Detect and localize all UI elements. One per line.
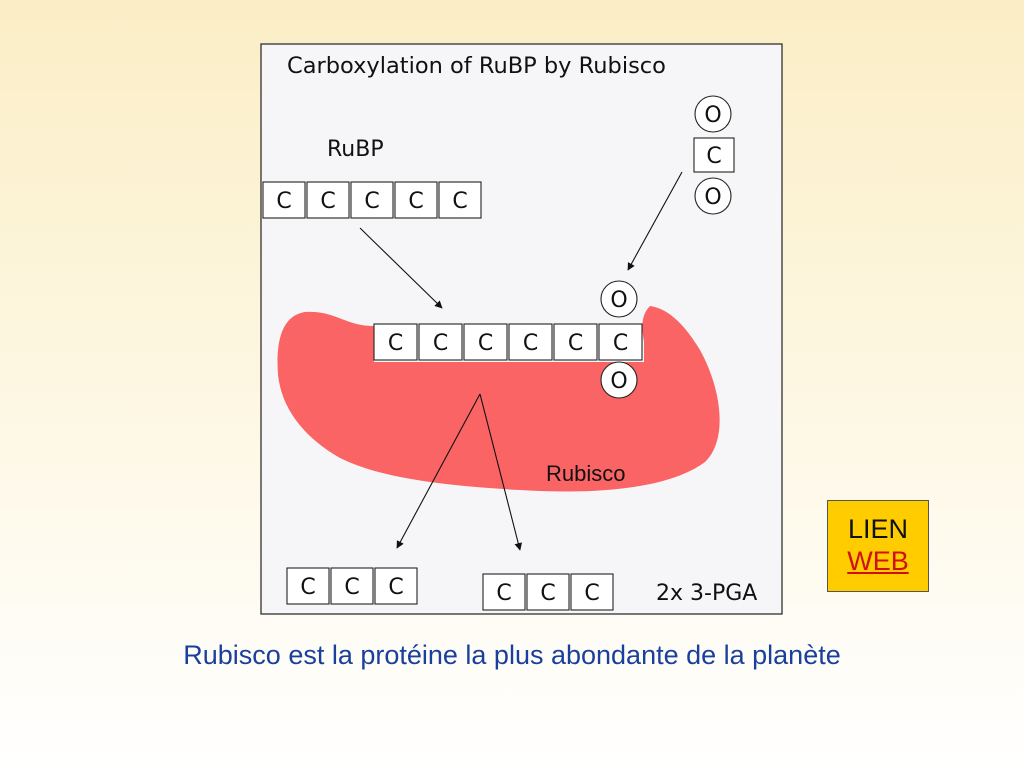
bound-carbon: C xyxy=(373,323,418,361)
bound-oxygen-top: O xyxy=(600,280,638,318)
svg-text:C: C xyxy=(613,331,628,356)
svg-text:C: C xyxy=(276,189,291,214)
svg-text:C: C xyxy=(568,331,583,356)
svg-text:O: O xyxy=(704,185,721,210)
svg-text:C: C xyxy=(496,581,511,606)
rubisco-label: Rubisco xyxy=(546,461,625,486)
rubp-carbon: C xyxy=(306,181,350,219)
bound-carbon: C xyxy=(598,323,643,361)
co2-carbon: C xyxy=(693,137,735,173)
pga-carbon-1: C xyxy=(330,567,374,605)
svg-text:C: C xyxy=(320,189,335,214)
pga-carbon-2: C xyxy=(526,573,570,611)
co2-to-enzyme-arrow xyxy=(627,171,683,271)
rubp-carbon: C xyxy=(262,181,306,219)
product-arrow-right xyxy=(479,393,523,551)
co2-oxygen-top: O xyxy=(694,95,732,133)
pga-carbon-2: C xyxy=(482,573,526,611)
rubisco-enzyme xyxy=(277,306,720,492)
bound-carbon: C xyxy=(508,323,553,361)
svg-text:C: C xyxy=(452,189,467,214)
web-link[interactable]: WEB xyxy=(847,546,909,576)
svg-text:O: O xyxy=(704,103,721,128)
rubp-carbon: C xyxy=(350,181,394,219)
svg-text:C: C xyxy=(433,331,448,356)
svg-text:C: C xyxy=(523,331,538,356)
svg-text:C: C xyxy=(478,331,493,356)
pga-carbon-2: C xyxy=(570,573,614,611)
bound-oxygen-bottom: O xyxy=(600,361,638,399)
rubp-carbon: C xyxy=(438,181,482,219)
diagram-title: Carboxylation of RuBP by Rubisco xyxy=(287,53,666,79)
svg-text:C: C xyxy=(388,575,403,600)
svg-text:C: C xyxy=(706,144,721,169)
rubp-label: RuBP xyxy=(327,137,384,162)
pga-carbon-1: C xyxy=(286,567,330,605)
bound-carbon: C xyxy=(463,323,508,361)
rubp-to-enzyme-arrow xyxy=(359,227,443,309)
svg-text:C: C xyxy=(364,189,379,214)
bound-carbon: C xyxy=(418,323,463,361)
bound-carbon: C xyxy=(553,323,598,361)
lien-label: LIEN xyxy=(847,514,909,544)
rubp-carbon: C xyxy=(394,181,438,219)
svg-text:C: C xyxy=(408,189,423,214)
svg-text:C: C xyxy=(300,575,315,600)
svg-text:C: C xyxy=(344,575,359,600)
web-link-box[interactable]: LIEN WEB xyxy=(827,500,929,592)
svg-text:O: O xyxy=(610,369,627,394)
svg-text:C: C xyxy=(584,581,599,606)
product-arrow-left xyxy=(396,393,481,549)
pga-carbon-1: C xyxy=(374,567,418,605)
product-label: 2x 3-PGA xyxy=(656,581,757,606)
svg-text:C: C xyxy=(388,331,403,356)
svg-text:C: C xyxy=(540,581,555,606)
co2-oxygen-bottom: O xyxy=(694,177,732,215)
svg-text:O: O xyxy=(610,288,627,313)
caption: Rubisco est la protéine la plus abondant… xyxy=(183,640,841,670)
